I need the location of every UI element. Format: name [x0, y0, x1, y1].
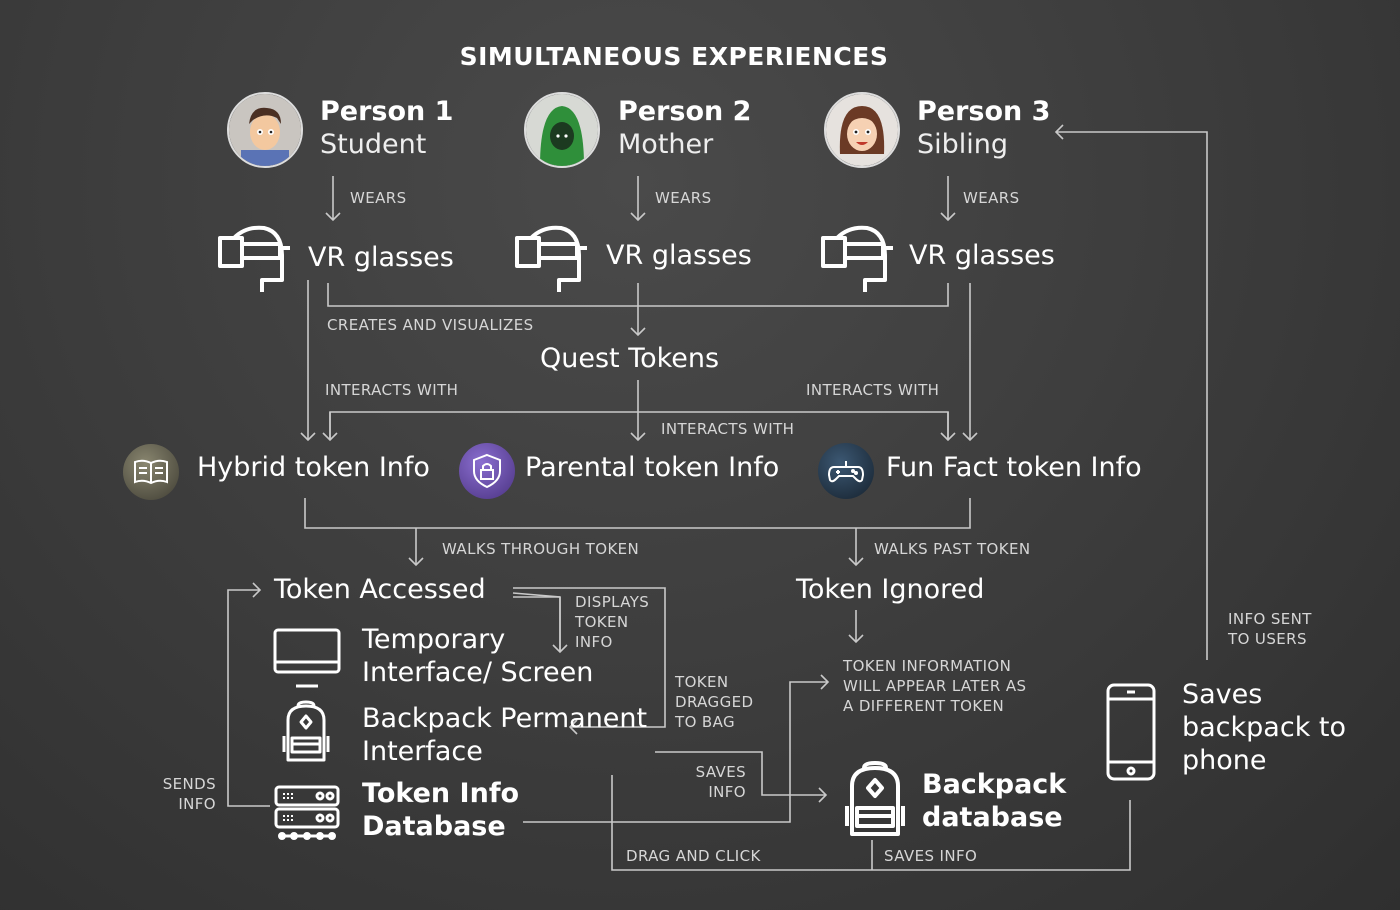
- person-3-role: Sibling: [917, 129, 1009, 160]
- interacts-with-label-right: INTERACTS WITH: [806, 381, 940, 399]
- gamepad-icon: [818, 443, 874, 499]
- monitor-icon: [273, 628, 341, 688]
- person-2-name: Person 2: [618, 96, 752, 127]
- walks-through-label: WALKS THROUGH TOKEN: [442, 540, 640, 558]
- sends-info-label: SENDS INFO: [162, 775, 216, 813]
- smartphone-icon: [1106, 683, 1156, 781]
- person-2-avatar: [524, 92, 600, 168]
- walks-past-label: WALKS PAST TOKEN: [874, 540, 1031, 558]
- person-1-avatar: [227, 92, 303, 168]
- backpack-interface-label: Backpack Permanent Interface: [362, 703, 648, 767]
- token-ignored-label: Token Ignored: [796, 574, 985, 605]
- wears-label-2: WEARS: [655, 189, 712, 207]
- info-sent-to-users-label: INFO SENT TO USERS: [1228, 610, 1312, 648]
- hybrid-token-label: Hybrid token Info: [197, 452, 430, 483]
- saves-backpack-phone-label: Saves backpack to phone: [1182, 679, 1347, 776]
- shield-lock-icon: [459, 443, 515, 499]
- vr-headset-icon: [821, 225, 893, 292]
- backpack-icon: [845, 761, 905, 836]
- saves-info-label: SAVES INFO: [695, 763, 746, 801]
- interacts-with-label-center: INTERACTS WITH: [661, 420, 795, 438]
- token-dragged-label: TOKEN DRAGGED TO BAG: [675, 673, 754, 731]
- diagram-title: SIMULTANEOUS EXPERIENCES: [459, 42, 889, 71]
- parental-token-label: Parental token Info: [525, 452, 780, 483]
- temporary-interface-label: Temporary Interface/ Screen: [362, 624, 594, 688]
- creates-visualizes-label: CREATES AND VISUALIZES: [327, 316, 534, 334]
- token-accessed-label: Token Accessed: [274, 574, 486, 605]
- saves-info-bottom-label: SAVES INFO: [884, 847, 978, 865]
- token-info-database-label: Token Info Database: [362, 778, 520, 842]
- backpack-database-label: Backpack database: [922, 769, 1067, 833]
- book-icon: [123, 444, 179, 500]
- wears-label-1: WEARS: [350, 189, 407, 207]
- drag-and-click-label: DRAG AND CLICK: [626, 847, 761, 865]
- vr-headset-icon: [218, 225, 290, 292]
- person-3-avatar: [824, 92, 900, 168]
- vr-glasses-label-1: VR glasses: [308, 242, 454, 273]
- vr-glasses-label-2: VR glasses: [606, 240, 752, 271]
- quest-tokens-label: Quest Tokens: [540, 343, 720, 374]
- person-1-role: Student: [320, 129, 427, 160]
- person-1-name: Person 1: [320, 96, 454, 127]
- server-database-icon: [274, 785, 340, 840]
- person-3-name: Person 3: [917, 96, 1051, 127]
- fun-fact-token-label: Fun Fact token Info: [886, 452, 1142, 483]
- vr-headset-icon: [515, 225, 587, 292]
- wears-label-3: WEARS: [963, 189, 1020, 207]
- vr-glasses-label-3: VR glasses: [909, 240, 1055, 271]
- person-2-role: Mother: [618, 129, 714, 160]
- token-info-later-label: TOKEN INFORMATION WILL APPEAR LATER AS A…: [843, 657, 1027, 715]
- interacts-with-label-left: INTERACTS WITH: [325, 381, 459, 399]
- displays-token-info-label: DISPLAYS TOKEN INFO: [575, 593, 650, 651]
- backpack-icon: [282, 700, 330, 762]
